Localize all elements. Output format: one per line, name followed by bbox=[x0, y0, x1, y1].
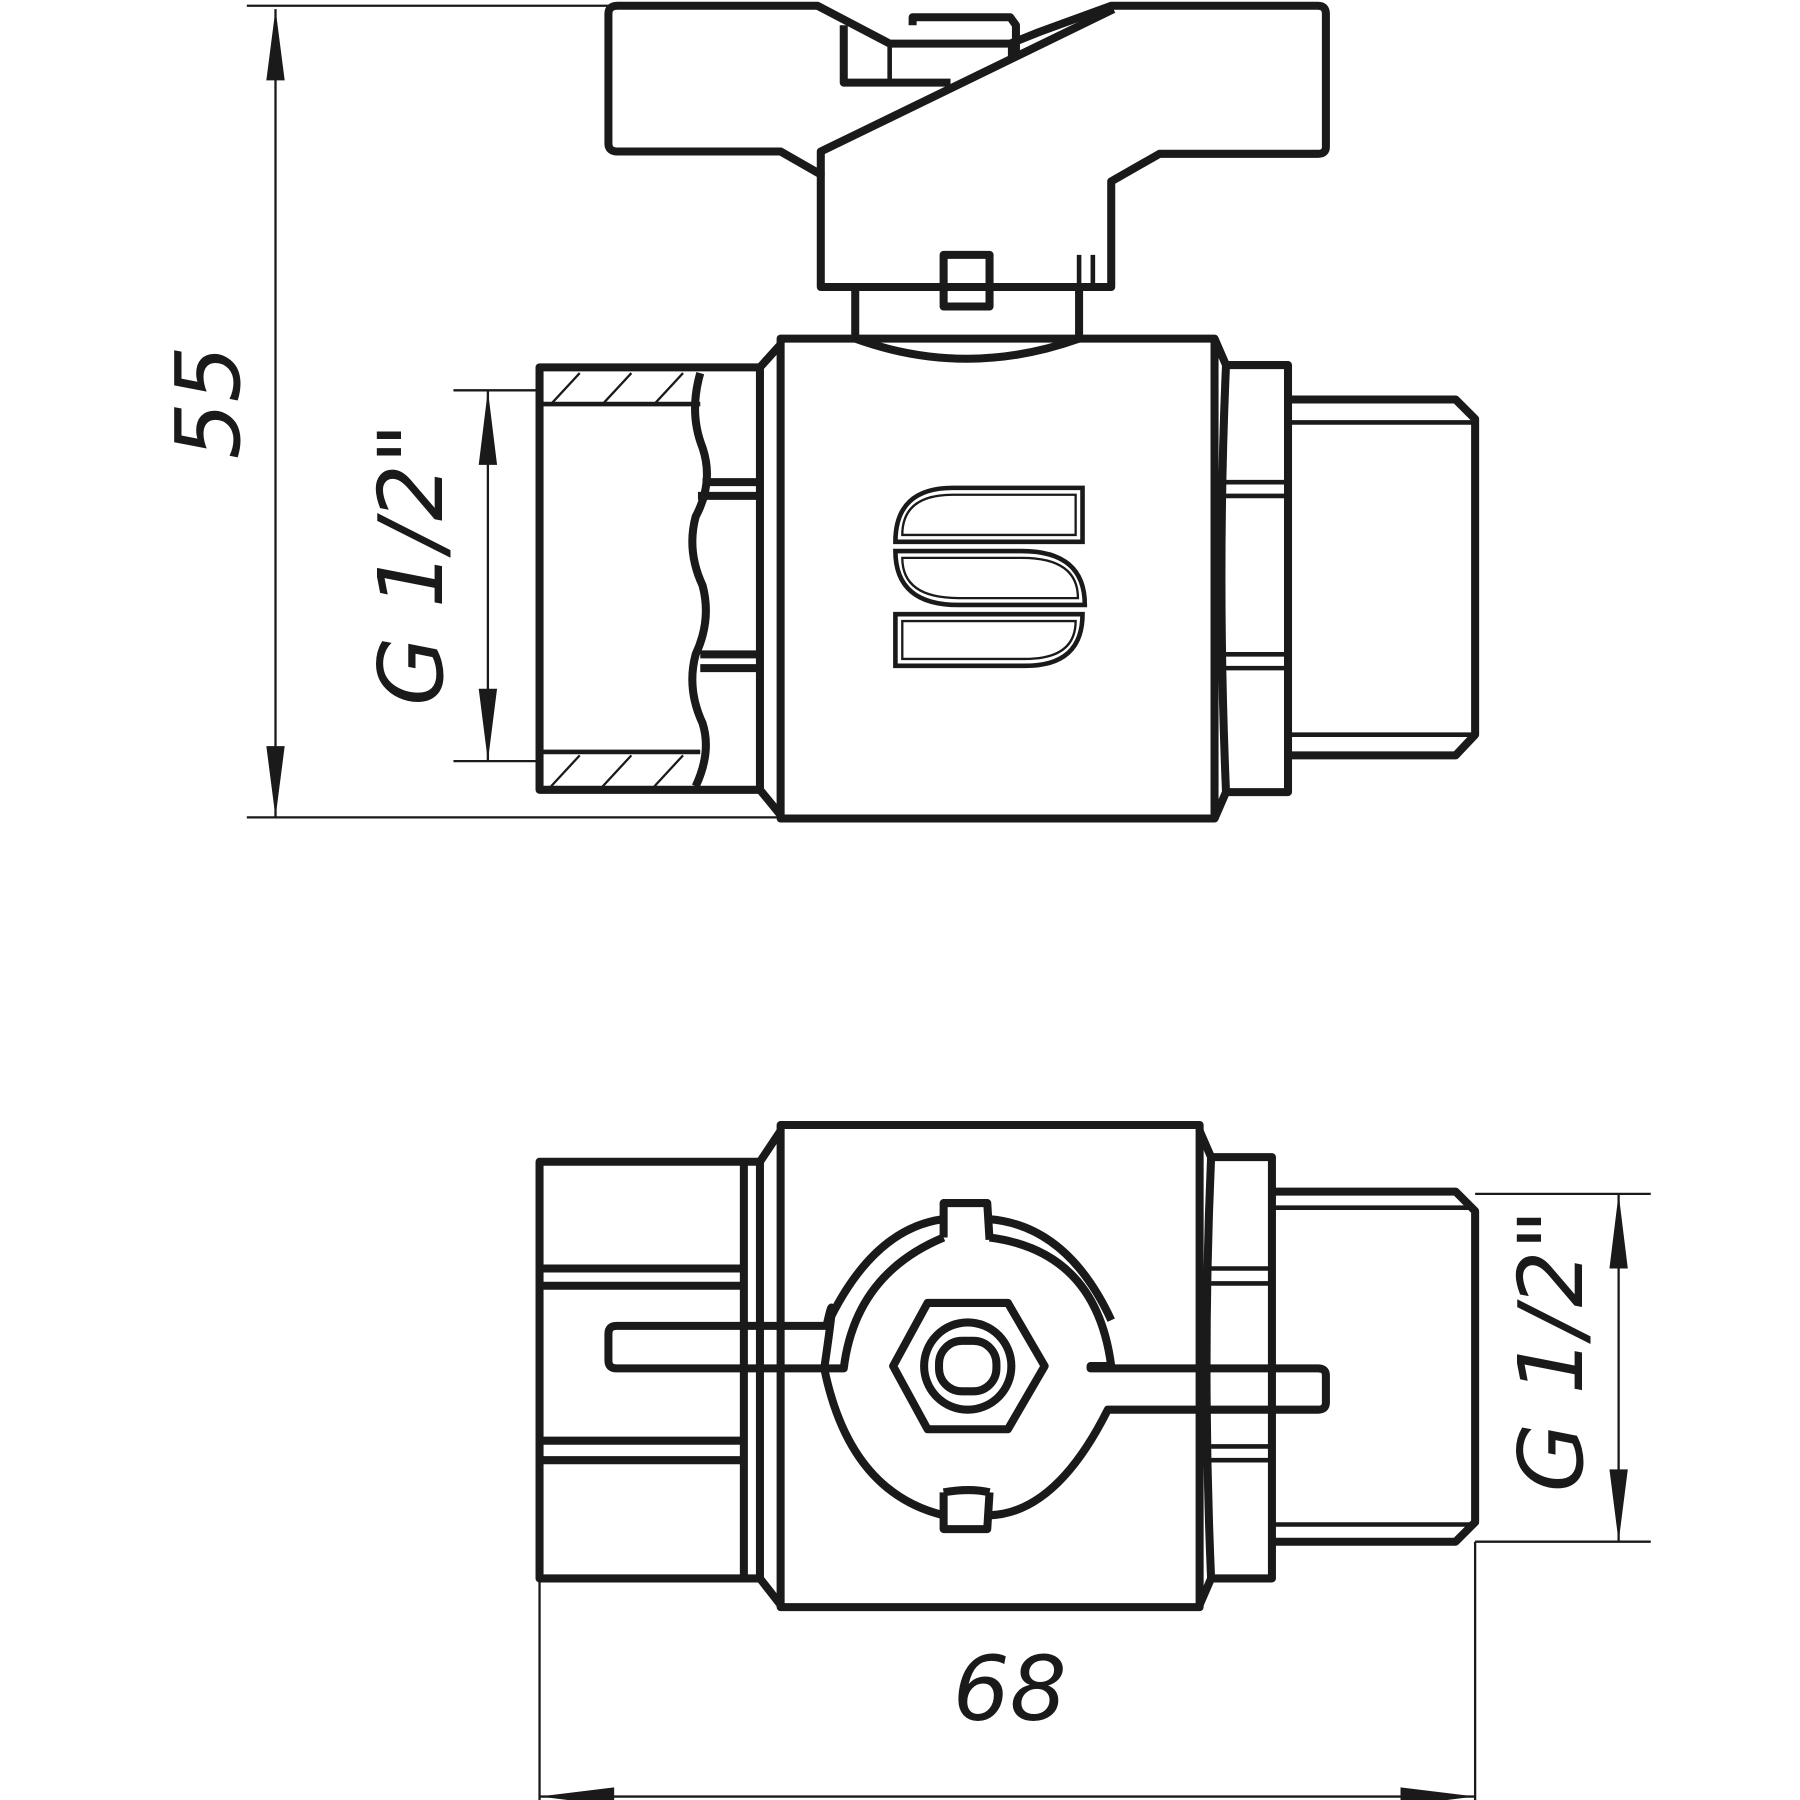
height-dimension-label: 55 bbox=[157, 345, 261, 459]
female-end bbox=[535, 363, 760, 794]
left-collar bbox=[755, 341, 784, 818]
handle-lever bbox=[604, 1233, 1330, 1520]
female-end-top bbox=[535, 1157, 760, 1583]
stem bbox=[851, 286, 1084, 363]
stop-tab-bottom bbox=[939, 1486, 994, 1534]
thread-hatching bbox=[550, 372, 684, 788]
break-line bbox=[688, 371, 711, 789]
length-dimension: 68 bbox=[538, 1541, 1477, 1800]
female-thread-dimension: G 1/2" bbox=[360, 389, 540, 763]
body bbox=[776, 334, 1219, 823]
height-dimension: 55 bbox=[157, 4, 781, 819]
hex-socket bbox=[935, 1336, 1001, 1396]
male-thread-dimension: G 1/2" bbox=[1475, 1192, 1651, 1543]
butterfly-handle bbox=[604, 1, 1330, 292]
male-end-top bbox=[1271, 1187, 1480, 1546]
right-nut bbox=[1210, 337, 1293, 821]
female-thread-label: G 1/2" bbox=[360, 423, 464, 706]
length-dimension-label: 68 bbox=[953, 1638, 1067, 1742]
handle-screw bbox=[939, 250, 994, 311]
side-view: 55 G 1/2" bbox=[157, 1, 1480, 823]
male-end bbox=[1288, 395, 1480, 760]
hex-nut bbox=[889, 1298, 1049, 1434]
top-view: 68 G 1/2" bbox=[535, 1120, 1651, 1800]
stop-tab-top bbox=[939, 1199, 994, 1241]
brand-logo bbox=[893, 485, 1088, 669]
male-thread-label: G 1/2" bbox=[1500, 1209, 1604, 1492]
